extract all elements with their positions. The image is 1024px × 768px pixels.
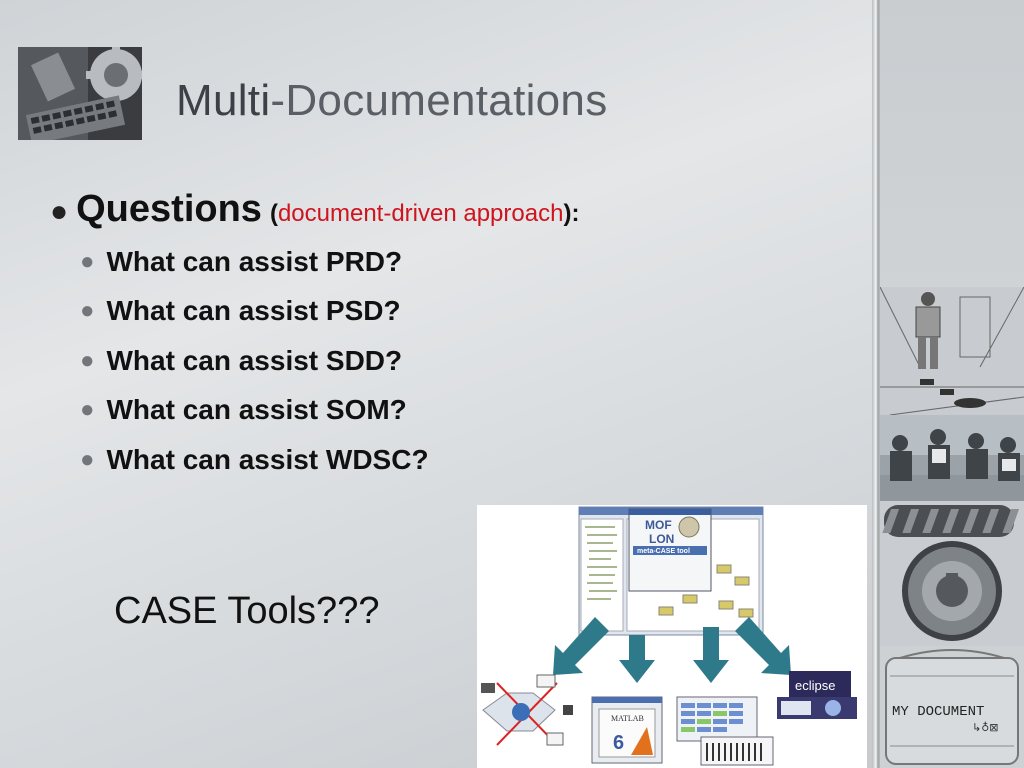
note-open-paren: ( bbox=[269, 200, 278, 227]
folder-icon bbox=[885, 649, 1019, 765]
eclipse-label: eclipse bbox=[795, 678, 835, 693]
note-close-paren: ): bbox=[563, 200, 580, 227]
bullet-icon: ● bbox=[50, 195, 69, 228]
main-bullet: ● Questions (document-driven approach): bbox=[50, 188, 850, 231]
sub-bullet-text: What can assist PRD? bbox=[106, 245, 403, 277]
bullet-icon: ● bbox=[80, 396, 95, 424]
sub-bullet-text: What can assist WDSC? bbox=[106, 443, 429, 475]
sub-bullet-text: What can assist SDD? bbox=[106, 344, 403, 376]
side-tile-gear bbox=[880, 501, 1024, 646]
sub-bullet: ● What can assist PRD? bbox=[80, 237, 850, 287]
slide-title: Multi-Documentations bbox=[176, 76, 608, 126]
header-photo bbox=[18, 47, 142, 140]
sub-bullet-list: ● What can assist PRD? ● What can assist P… bbox=[80, 237, 850, 485]
diagram-graphic: MOF LON meta-CASE tool bbox=[481, 506, 857, 766]
side-tile-people bbox=[880, 415, 1024, 501]
bullet-icon: ● bbox=[80, 247, 95, 275]
case-tools-diagram: MOF LON meta-CASE tool bbox=[477, 505, 867, 768]
sub-bullet: ● What can assist PSD? bbox=[80, 287, 850, 337]
title-suffix: -Documentations bbox=[270, 76, 608, 125]
sub-bullet-text: What can assist PSD? bbox=[106, 295, 401, 327]
vertical-divider bbox=[872, 0, 882, 768]
bullet-list: ● Questions (document-driven approach): … bbox=[50, 188, 850, 485]
sub-bullet: ● What can assist SOM? bbox=[80, 386, 850, 436]
case-tools-text: CASE Tools??? bbox=[114, 590, 380, 632]
logo-line3: meta-CASE tool bbox=[637, 548, 690, 555]
document-icons: ↳♁⊠ bbox=[972, 721, 999, 734]
sub-bullet: ● What can assist WDSC? bbox=[80, 435, 850, 485]
document-label: MY DOCUMENT bbox=[892, 704, 985, 720]
gear-icon bbox=[882, 505, 1020, 641]
main-bullet-note: (document-driven approach): bbox=[270, 200, 580, 228]
bullet-icon: ● bbox=[80, 297, 95, 325]
side-tile-document: MY DOCUMENT ↳♁⊠ bbox=[880, 646, 1024, 768]
gear-keyboard-image bbox=[18, 47, 142, 140]
down-arrow-icon bbox=[553, 617, 791, 683]
sub-bullet-text: What can assist SOM? bbox=[106, 394, 407, 426]
logo-line1: MOF bbox=[645, 518, 672, 532]
matlab-label: MATLAB bbox=[611, 714, 644, 723]
logo-line2: LON bbox=[649, 532, 674, 546]
note-text: document-driven approach bbox=[277, 200, 564, 227]
title-prefix: Multi bbox=[176, 76, 271, 125]
sub-bullet: ● What can assist SDD? bbox=[80, 336, 850, 386]
side-tile-sketch bbox=[880, 287, 1024, 415]
bullet-icon: ● bbox=[80, 346, 95, 374]
bullet-icon: ● bbox=[80, 445, 95, 473]
matlab-version: 6 bbox=[613, 732, 624, 754]
main-bullet-heading: Questions bbox=[76, 188, 262, 230]
